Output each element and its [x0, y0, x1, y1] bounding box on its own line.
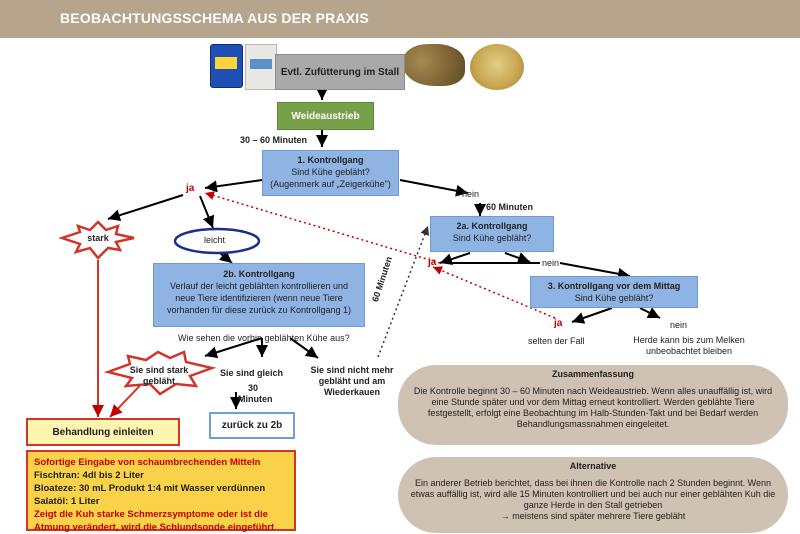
- nein-label-3: nein: [670, 320, 688, 330]
- feed-bag-icon: [245, 44, 277, 90]
- kontrollgang-2b-box: 2b. Kontrollgang Verlauf der leicht gebl…: [153, 263, 365, 327]
- selten-label: selten der Fall: [528, 336, 585, 346]
- leicht-ellipse: [173, 227, 261, 255]
- leicht-label: leicht: [204, 235, 226, 245]
- treatment-line-5: Zeigt die Kuh starke Schmerzsymptome ode…: [34, 509, 275, 533]
- kontrollgang-1-question: Sind Kühe gebläht?: [291, 167, 370, 177]
- kontrollgang-2a-box: 2a. Kontrollgang Sind Kühe gebläht?: [430, 216, 554, 252]
- nein-label-2: nein: [542, 258, 560, 268]
- zufuetterung-label: Evtl. Zufütterung im Stall: [280, 66, 400, 78]
- kontrollgang-3-title: 3. Kontrollgang vor dem Mittag: [547, 281, 681, 291]
- behandlung-box: Behandlung einleiten: [26, 418, 180, 446]
- behandlung-label: Behandlung einleiten: [52, 426, 154, 438]
- kontrollgang-1-note: (Augenmerk auf „Zeigerkühe"): [270, 179, 391, 189]
- time-60-a: 60 Minuten: [486, 202, 534, 212]
- herde-label: Herde kann bis zum Melken unbeobachtet b…: [633, 335, 745, 356]
- pellets-icon: [403, 44, 465, 86]
- zurueck-label: zurück zu 2b: [221, 420, 283, 431]
- weideaustrieb-box: Weideaustrieb: [277, 102, 374, 130]
- alternative-arrow-text: → meistens sind später mehrere Tiere geb…: [500, 511, 686, 521]
- kontrollgang-1-title: 1. Kontrollgang: [297, 155, 364, 165]
- zurueck-box: zurück zu 2b: [209, 412, 295, 439]
- stark-label: stark: [87, 233, 109, 243]
- weideaustrieb-label: Weideaustrieb: [291, 110, 360, 122]
- ja-label-1: ja: [186, 183, 195, 194]
- summary-text: Die Kontrolle beginnt 30 – 60 Minuten na…: [413, 386, 773, 429]
- treatment-line-2: Fischtran: 4dl bis 2 Liter: [34, 470, 144, 481]
- kontrollgang-2a-title: 2a. Kontrollgang: [456, 221, 528, 231]
- nicht-mehr-label: Sie sind nicht mehr gebläht und am Wiede…: [310, 365, 394, 397]
- zufuetterung-box: Evtl. Zufütterung im Stall: [275, 54, 405, 90]
- page-title: BEOBACHTUNGSSCHEMA AUS DER PRAXIS: [60, 10, 369, 26]
- canister-icon: [210, 44, 243, 88]
- summary-card: Zusammenfassung Die Kontrolle beginnt 30…: [398, 365, 788, 445]
- hay-bale-icon: [470, 44, 524, 90]
- kontrollgang-2b-text: Verlauf der leicht geblähten kontrollier…: [166, 281, 352, 315]
- alternative-card: Alternative Ein anderer Betrieb berichte…: [398, 457, 788, 533]
- ja-label-3: ja: [554, 318, 563, 329]
- question-label: Wie sehen die vorhin geblähten Kühe aus?: [178, 333, 350, 343]
- time-30: 30 Minuten: [238, 383, 273, 404]
- alternative-title: Alternative: [569, 461, 617, 471]
- sind-gleich-label: Sie sind gleich: [220, 368, 284, 378]
- sind-stark-label: Sie sind stark gebläht: [129, 365, 189, 386]
- ja-label-2: ja: [428, 257, 437, 268]
- kontrollgang-3-box: 3. Kontrollgang vor dem Mittag Sind Kühe…: [530, 276, 698, 308]
- treatment-box: Sofortige Eingabe von schaumbrechenden M…: [26, 450, 296, 533]
- alternative-text: Ein anderer Betrieb berichtet, dass bei …: [410, 478, 776, 510]
- time-30-60: 30 – 60 Minuten: [240, 135, 308, 145]
- kontrollgang-3-question: Sind Kühe gebläht?: [574, 293, 654, 303]
- stark-star: [58, 220, 135, 260]
- treatment-line-1: Sofortige Eingabe von schaumbrechenden M…: [34, 457, 261, 468]
- kontrollgang-2a-question: Sind Kühe gebläht?: [452, 233, 532, 243]
- treatment-line-4: Salatöl: 1 Liter: [34, 496, 100, 507]
- sind-stark-star: [103, 350, 217, 396]
- treatment-line-3: Bloateze: 30 mL Produkt 1:4 mit Wasser v…: [34, 483, 266, 494]
- kontrollgang-1-box: 1. Kontrollgang Sind Kühe gebläht? (Auge…: [262, 150, 399, 196]
- header-bar: BEOBACHTUNGSSCHEMA AUS DER PRAXIS: [0, 0, 800, 38]
- summary-title: Zusammenfassung: [551, 369, 635, 379]
- nein-label-1: nein: [462, 189, 480, 199]
- kontrollgang-2b-title: 2b. Kontrollgang: [223, 269, 295, 279]
